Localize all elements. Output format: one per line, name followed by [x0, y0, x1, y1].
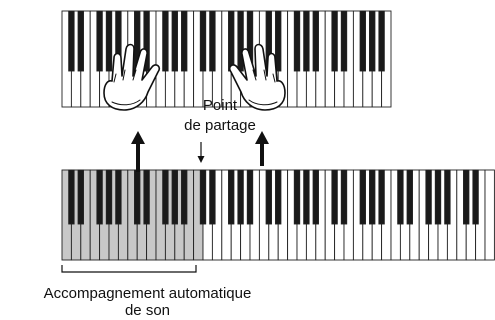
- black-key: [199, 10, 207, 72]
- black-key: [265, 169, 272, 225]
- black-key: [181, 10, 188, 72]
- black-key: [406, 169, 413, 225]
- black-key: [331, 10, 338, 72]
- black-key: [463, 169, 470, 225]
- black-key: [359, 10, 366, 72]
- black-key: [303, 169, 310, 225]
- black-key: [340, 169, 348, 225]
- black-key: [228, 169, 235, 225]
- black-key: [340, 10, 348, 72]
- black-key: [275, 169, 282, 225]
- black-key: [425, 169, 432, 225]
- black-key: [181, 169, 188, 225]
- black-key: [171, 10, 178, 72]
- black-key: [105, 169, 113, 225]
- black-key: [369, 169, 376, 225]
- white-key: [484, 169, 495, 261]
- black-key: [293, 169, 301, 225]
- black-key: [331, 169, 338, 225]
- black-key: [378, 169, 385, 225]
- black-key: [228, 10, 235, 72]
- black-key: [237, 10, 244, 72]
- black-key: [369, 10, 376, 72]
- black-key: [472, 169, 479, 225]
- black-key: [209, 10, 216, 72]
- split-point-label-line1: Point: [202, 97, 238, 114]
- accompaniment-label: Accompagnement automatique de son: [0, 285, 295, 319]
- split-point-label: Point de partage: [160, 96, 280, 136]
- black-key: [303, 10, 310, 72]
- accompaniment-range-bracket: [61, 265, 197, 273]
- black-key: [143, 169, 150, 225]
- black-key: [96, 169, 103, 225]
- black-key: [77, 10, 84, 72]
- black-key: [143, 10, 150, 72]
- black-key: [359, 169, 366, 225]
- black-key: [68, 10, 75, 72]
- down-arrow-icon: [197, 142, 205, 163]
- black-key: [77, 169, 84, 225]
- black-key: [237, 169, 244, 225]
- black-key: [397, 169, 404, 225]
- split-point-label-line2: de partage: [184, 117, 256, 134]
- right-hand-icon: [228, 43, 286, 111]
- black-key: [246, 169, 254, 225]
- black-key: [293, 10, 301, 72]
- left-hand-icon: [103, 43, 161, 111]
- black-key: [134, 169, 141, 225]
- black-key: [105, 10, 113, 72]
- black-key: [96, 10, 103, 72]
- black-key: [68, 169, 75, 225]
- black-key: [444, 169, 451, 225]
- up-arrow-icon: [255, 131, 269, 166]
- black-key: [434, 169, 442, 225]
- black-key: [171, 169, 178, 225]
- black-key: [275, 10, 282, 72]
- black-key: [312, 10, 319, 72]
- accompaniment-label-line1: Accompagnement automatique: [43, 285, 252, 302]
- black-key: [312, 169, 319, 225]
- black-key: [162, 169, 169, 225]
- accompaniment-label-line2: de son: [124, 302, 171, 319]
- black-key: [115, 169, 122, 225]
- bottom-keyboard: [61, 169, 495, 261]
- black-key: [199, 169, 207, 225]
- black-key: [162, 10, 169, 72]
- black-key: [209, 169, 216, 225]
- black-key: [378, 10, 385, 72]
- up-arrow-icon: [131, 131, 145, 172]
